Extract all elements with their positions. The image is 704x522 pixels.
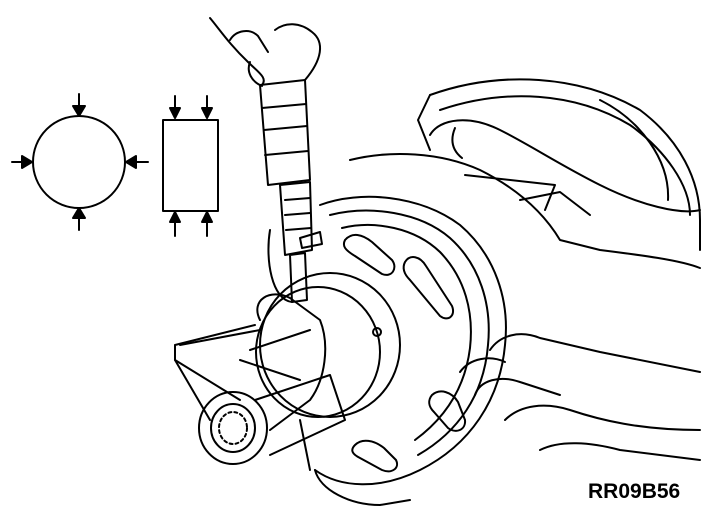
micrometer-spindle xyxy=(290,253,307,302)
crankshaft xyxy=(175,79,700,505)
main-journal xyxy=(260,273,400,417)
arrow-top-left xyxy=(170,96,180,118)
crank-throw-disk xyxy=(315,197,506,484)
arrow-right xyxy=(126,156,148,168)
arrow-bottom xyxy=(73,208,85,230)
roundness-check-diagram xyxy=(12,94,148,230)
micrometer-thimble xyxy=(260,80,310,185)
oil-slot-upper xyxy=(344,235,395,275)
oil-slot-lower xyxy=(429,391,465,430)
nose-end-face xyxy=(199,392,267,464)
arrow-top xyxy=(73,94,85,116)
micrometer-sleeve xyxy=(280,182,312,255)
crankshaft-nose xyxy=(257,294,325,430)
micrometer-lock xyxy=(300,232,322,248)
figure-reference-code: RR09B56 xyxy=(588,480,681,503)
oil-slot-bottom xyxy=(352,441,397,472)
upper-hand xyxy=(210,18,320,86)
oil-hole xyxy=(373,328,381,336)
oil-slot-middle xyxy=(404,257,453,318)
journal-side-profile-rect xyxy=(163,120,218,211)
crank-web xyxy=(350,154,700,268)
micrometer-frame xyxy=(268,230,292,302)
lower-hand xyxy=(430,120,700,460)
taper-check-diagram xyxy=(163,96,218,236)
arrow-left xyxy=(12,156,32,168)
flywheel-flange xyxy=(430,79,700,250)
arrow-top-right xyxy=(202,96,212,118)
arrow-bottom-left xyxy=(170,212,180,236)
micrometer xyxy=(260,80,322,302)
arrow-bottom-right xyxy=(202,212,212,236)
journal-cross-section-circle xyxy=(33,116,125,208)
